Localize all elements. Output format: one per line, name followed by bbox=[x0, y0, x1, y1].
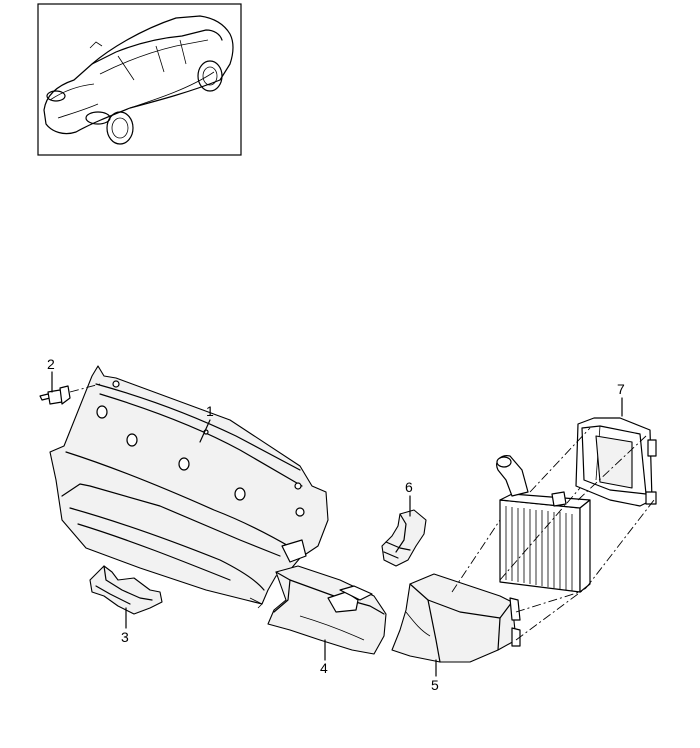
part-6-air-guide bbox=[381, 509, 427, 567]
callout-2: 2 bbox=[47, 356, 55, 372]
callout-4: 4 bbox=[320, 660, 328, 676]
part-1-air-guide-panel bbox=[49, 365, 329, 609]
callout-1: 1 bbox=[206, 403, 214, 419]
vehicle-thumbnail bbox=[37, 3, 242, 156]
radiator-fins bbox=[505, 506, 573, 591]
leader-1 bbox=[199, 419, 211, 443]
callout-7: 7 bbox=[617, 381, 625, 397]
part-4-lower-duct bbox=[267, 565, 387, 655]
part-7-shroud bbox=[575, 417, 657, 507]
alignment-dashes bbox=[451, 427, 655, 641]
part-3-bracket bbox=[89, 565, 163, 615]
radiator-cooler bbox=[496, 455, 591, 593]
part-2-fastener-clip bbox=[39, 383, 101, 405]
callout-3: 3 bbox=[121, 629, 129, 645]
callout-5: 5 bbox=[431, 677, 439, 693]
part-5-side-duct bbox=[391, 573, 521, 663]
callout-6: 6 bbox=[405, 479, 413, 495]
callout-numbers: 1 2 3 4 5 6 7 bbox=[47, 356, 625, 693]
callout-leaders bbox=[51, 371, 623, 677]
